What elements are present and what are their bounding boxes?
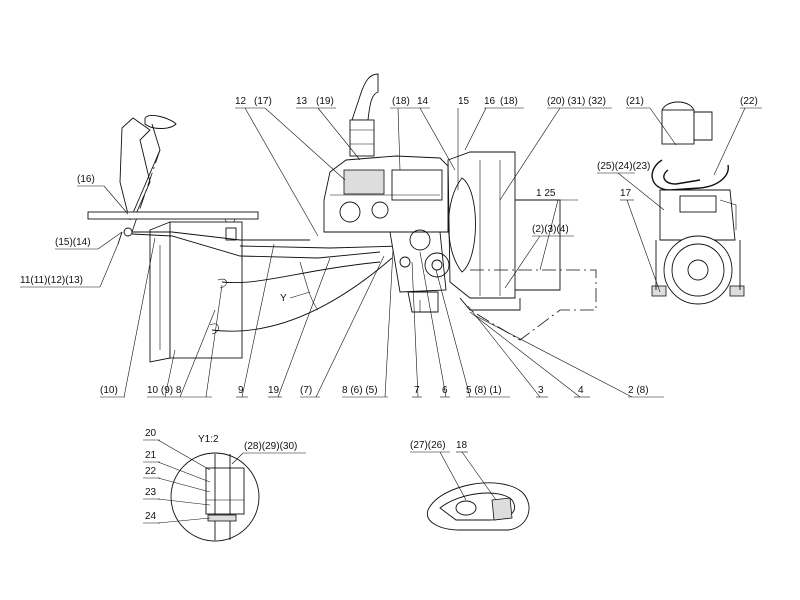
dashboard-steering-column [117, 115, 177, 245]
label-4: 4 [578, 385, 584, 396]
label-5-8-1: 5 (8) (1) [466, 385, 502, 396]
label-20-31-32: (20) (31) (32) [547, 96, 606, 107]
detail-y-view [170, 452, 260, 542]
label-22-ref: (22) [740, 96, 758, 107]
label-19: 19 [268, 385, 280, 396]
label-14: 14 [417, 96, 429, 107]
label-22: 22 [145, 466, 157, 477]
callout-labels: 12 (17) 13 (19) (18) 14 15 16 (18) (20) … [20, 96, 758, 522]
label-15-14: (15)(14) [55, 237, 91, 248]
label-21-ref: (21) [626, 96, 644, 107]
label-16: 16 [484, 96, 496, 107]
label-17-ref: (17) [254, 96, 272, 107]
label-24: 24 [145, 511, 157, 522]
label-7: 7 [414, 385, 420, 396]
label-y: Y [280, 293, 287, 304]
label-y-scale: Y1:2 [198, 434, 219, 445]
label-19-ref: (19) [316, 96, 334, 107]
label-7-ref: (7) [300, 385, 312, 396]
label-13: 13 [296, 96, 308, 107]
engine-front-view [651, 101, 745, 305]
label-11-11-12-13: 11(11)(12)(13) [20, 275, 83, 286]
label-16-ref: (16) [77, 174, 95, 185]
label-18-ref-a: (18) [392, 96, 410, 107]
label-21: 21 [145, 450, 157, 461]
label-6: 6 [442, 385, 448, 396]
label-12: 12 [235, 96, 247, 107]
battery-box [149, 221, 243, 363]
leader-lines [20, 107, 762, 524]
label-1-25: 1 25 [536, 188, 556, 199]
label-15: 15 [458, 96, 470, 107]
label-27-26: (27)(26) [410, 440, 446, 451]
label-17: 17 [620, 188, 632, 199]
label-20: 20 [145, 428, 157, 439]
label-18: 18 [456, 440, 468, 451]
label-25-24-23: (25)(24)(23) [597, 161, 650, 172]
label-2-8: 2 (8) [628, 385, 649, 396]
detail-clip-view [426, 482, 530, 531]
label-18-ref-b: (18) [500, 96, 518, 107]
chassis-outline [469, 269, 597, 341]
label-23: 23 [145, 487, 157, 498]
wiring-harness [131, 231, 401, 332]
label-2-3-4: (2)(3)(4) [532, 224, 569, 235]
label-28-29-30: (28)(29)(30) [244, 441, 297, 452]
label-9: 9 [238, 385, 244, 396]
label-10-ref: (10) [100, 385, 118, 396]
label-10-9-8: 10 (9) 8 [147, 385, 182, 396]
label-8-6-5: 8 (6) (5) [342, 385, 378, 396]
label-3: 3 [538, 385, 544, 396]
engine-side-view [323, 73, 561, 313]
